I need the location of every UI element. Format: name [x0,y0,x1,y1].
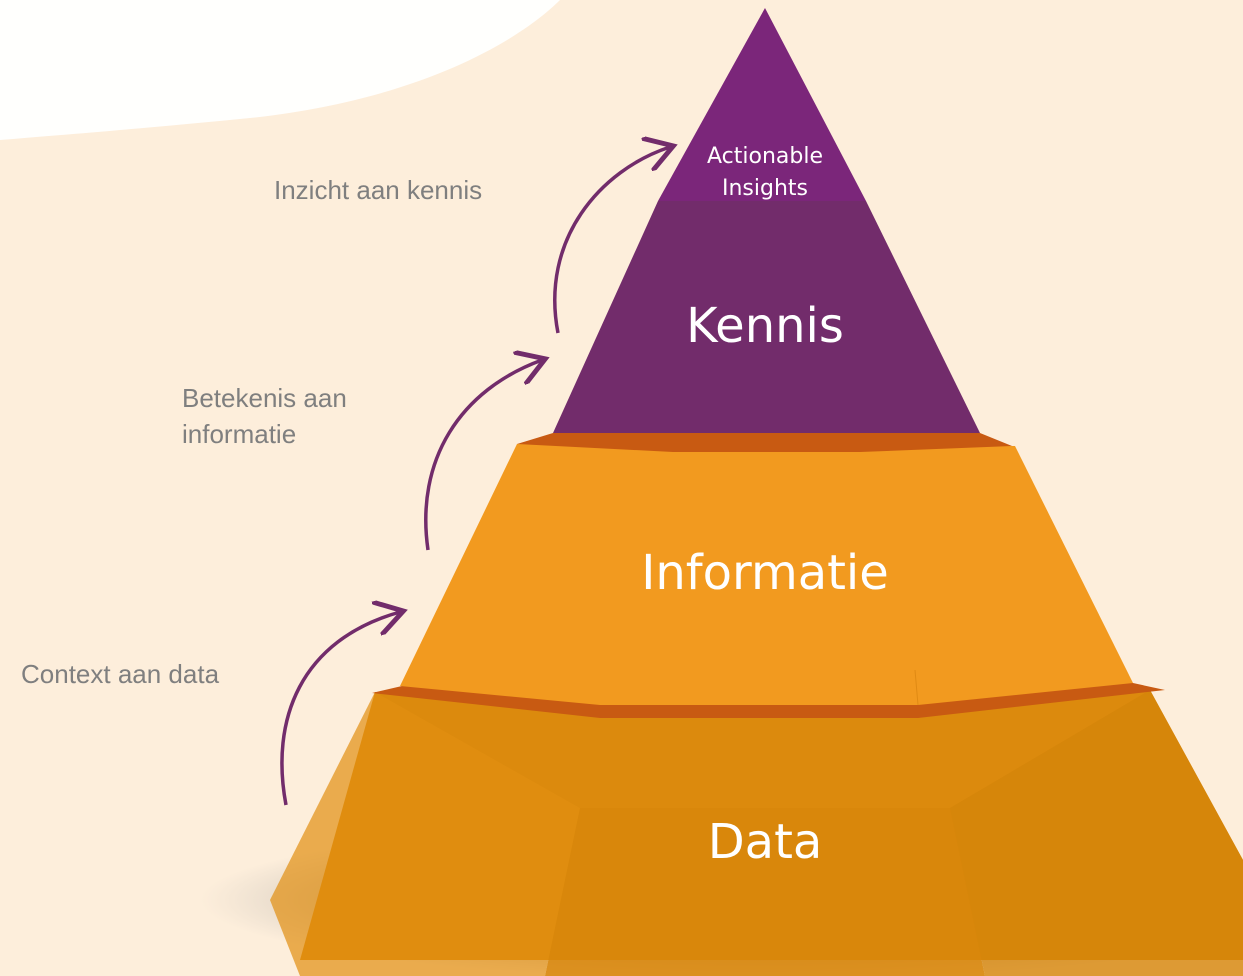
label-data: Data [707,814,823,870]
label-informatie: Informatie [641,545,889,601]
background-blob [0,0,560,140]
label-actionable-insights: Actionable Insights [707,144,823,201]
layer-informatie [400,444,1133,706]
annotation-meaning: Betekenis aan informatie [182,383,347,449]
label-kennis: Kennis [686,298,844,354]
arrow-meaning [424,360,542,551]
annotation-insight: Inzicht aan kennis [274,175,483,205]
arrow-context [280,612,400,806]
arrow-insight [553,147,670,334]
layer-top [658,8,866,201]
ledge-informatie-kennis [517,433,1012,452]
layer-data [270,690,1243,976]
layer-kennis [553,201,980,433]
annotation-context: Context aan data [21,659,220,689]
